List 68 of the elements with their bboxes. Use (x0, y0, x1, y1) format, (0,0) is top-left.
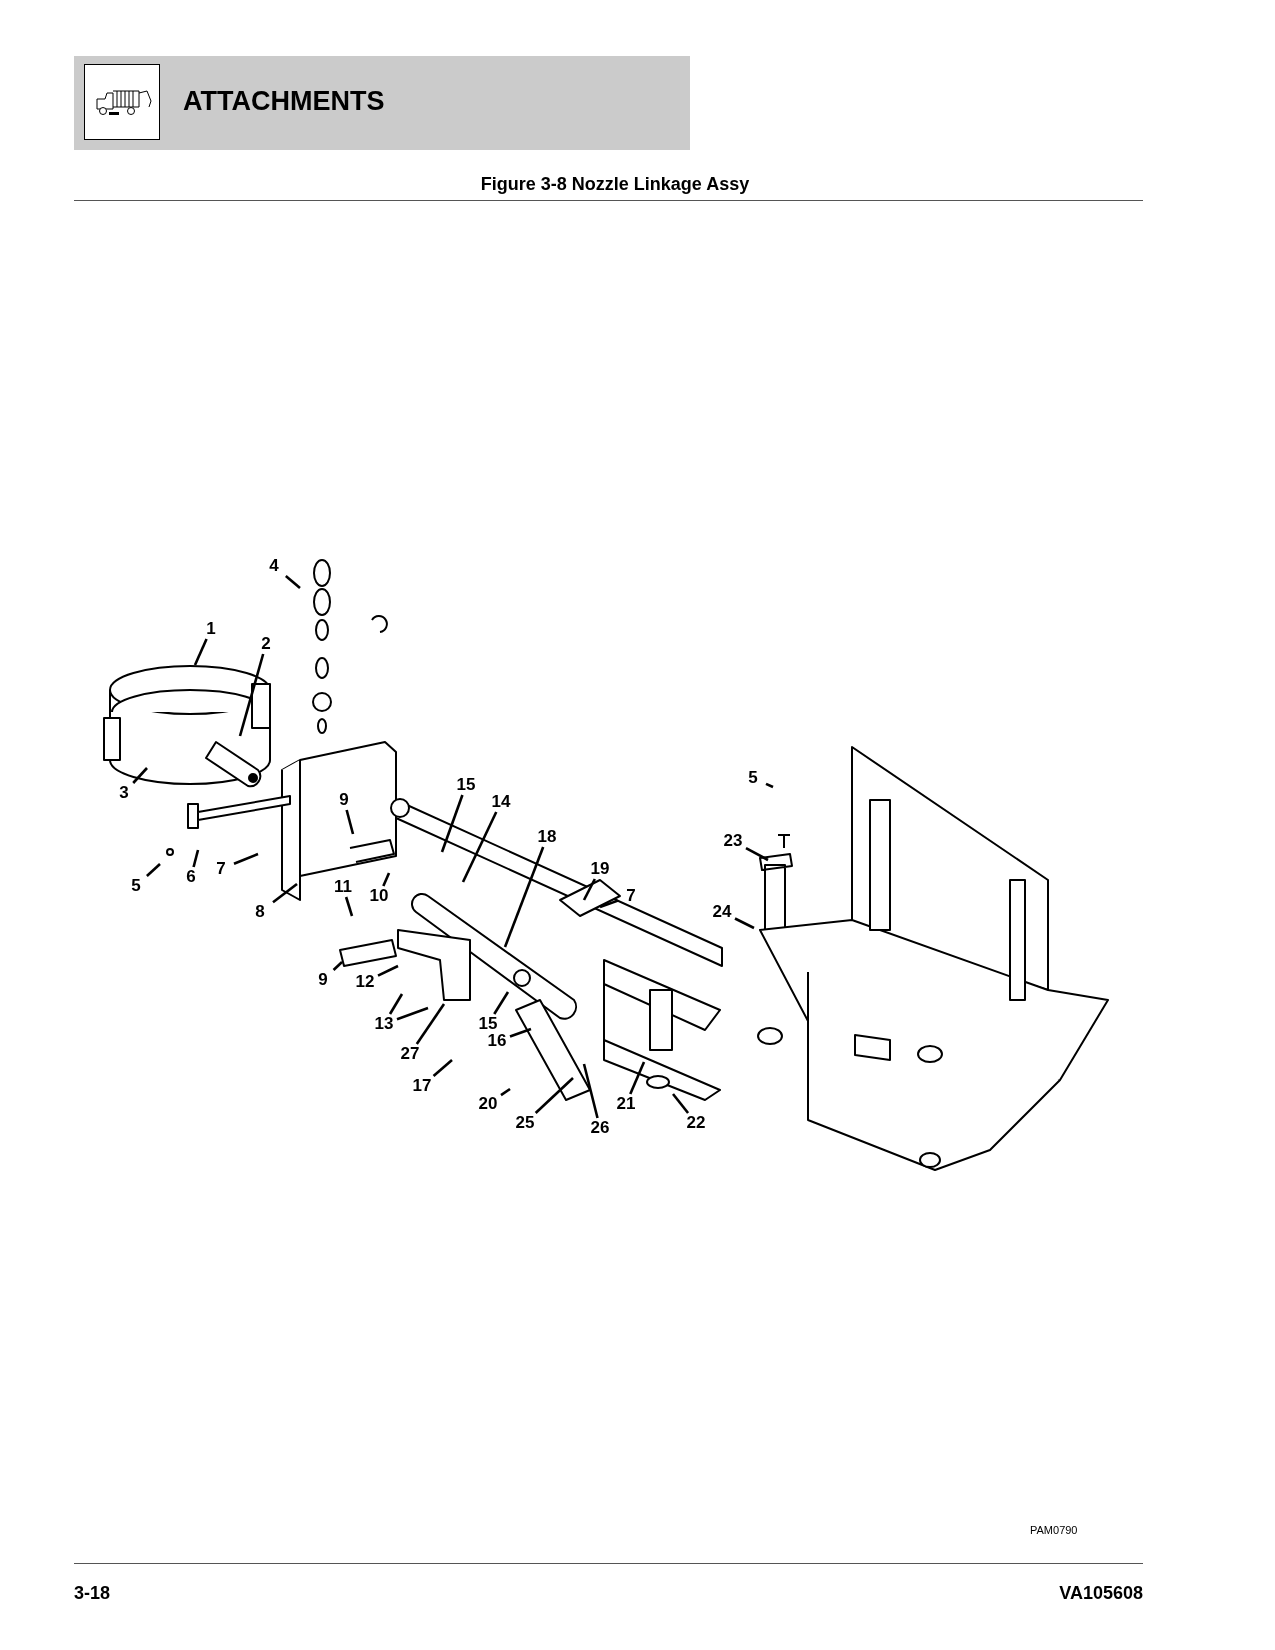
callout-number: 9 (310, 970, 336, 990)
leader-line (332, 961, 343, 971)
leader-line (432, 1059, 453, 1077)
section-title: ATTACHMENTS (183, 86, 385, 117)
leader-line (629, 1061, 646, 1095)
leader-line (461, 811, 498, 883)
leader-line (534, 1077, 574, 1114)
leader-line (382, 872, 391, 887)
callout-number: 7 (618, 886, 644, 906)
callout-number: 8 (247, 902, 273, 922)
leader-line (765, 782, 774, 789)
leader-line (672, 1093, 690, 1114)
leader-line (582, 878, 596, 901)
callout-number: 20 (475, 1094, 501, 1114)
leader-line (285, 575, 301, 589)
leader-line (132, 767, 148, 784)
callout-number: 25 (512, 1113, 538, 1133)
leader-line (745, 846, 769, 862)
callout-number: 4 (261, 556, 287, 576)
callout-number: 9 (331, 790, 357, 810)
leader-line (503, 846, 545, 948)
callout-number: 21 (613, 1094, 639, 1114)
callout-number: 12 (352, 972, 378, 992)
leader-line (493, 991, 510, 1015)
callout-number: 17 (409, 1076, 435, 1096)
callout-number: 5 (740, 768, 766, 788)
drawing-number: PAM0790 (1030, 1524, 1078, 1536)
callout-number: 14 (488, 792, 514, 812)
leader-line (344, 896, 354, 917)
callout-number: 18 (534, 827, 560, 847)
leader-line (146, 863, 161, 877)
leader-line (440, 794, 464, 853)
leader-line (377, 964, 399, 977)
leader-line (233, 852, 259, 865)
callout-number: 6 (178, 867, 204, 887)
leader-line (734, 917, 755, 930)
page-number: 3-18 (74, 1583, 111, 1604)
callout-number: 3 (111, 783, 137, 803)
leader-line (388, 993, 404, 1015)
callout-number: 22 (683, 1113, 709, 1133)
leader-line (272, 882, 298, 904)
callout-number: 1 (198, 619, 224, 639)
callout-number: 15 (453, 775, 479, 795)
figure-caption: Figure 3-8 Nozzle Linkage Assy (479, 174, 751, 195)
leader-line (345, 809, 355, 835)
callout-number: 2 (253, 634, 279, 654)
callout-number: 23 (720, 831, 746, 851)
leader-line (415, 1003, 446, 1045)
leader-line (238, 653, 265, 737)
leader-line (396, 1006, 429, 1021)
callout-number: 15 (475, 1014, 501, 1034)
callout-number: 10 (366, 886, 392, 906)
callout-number: 7 (208, 859, 234, 879)
leader-line (509, 1027, 532, 1038)
leader-line (582, 1063, 599, 1119)
callout-number: 16 (484, 1031, 510, 1051)
callout-number: 26 (587, 1118, 613, 1138)
leader-line (193, 638, 208, 666)
leader-line (192, 849, 200, 868)
callout-number: 19 (587, 859, 613, 879)
callout-number: 24 (709, 902, 735, 922)
leader-line (599, 899, 619, 909)
callout-number: 5 (123, 876, 149, 896)
callout-number: 11 (330, 877, 356, 897)
callout-number: 13 (371, 1014, 397, 1034)
document-number: VA105608 (1059, 1583, 1143, 1604)
leader-line (500, 1087, 511, 1097)
callout-number: 27 (397, 1044, 423, 1064)
